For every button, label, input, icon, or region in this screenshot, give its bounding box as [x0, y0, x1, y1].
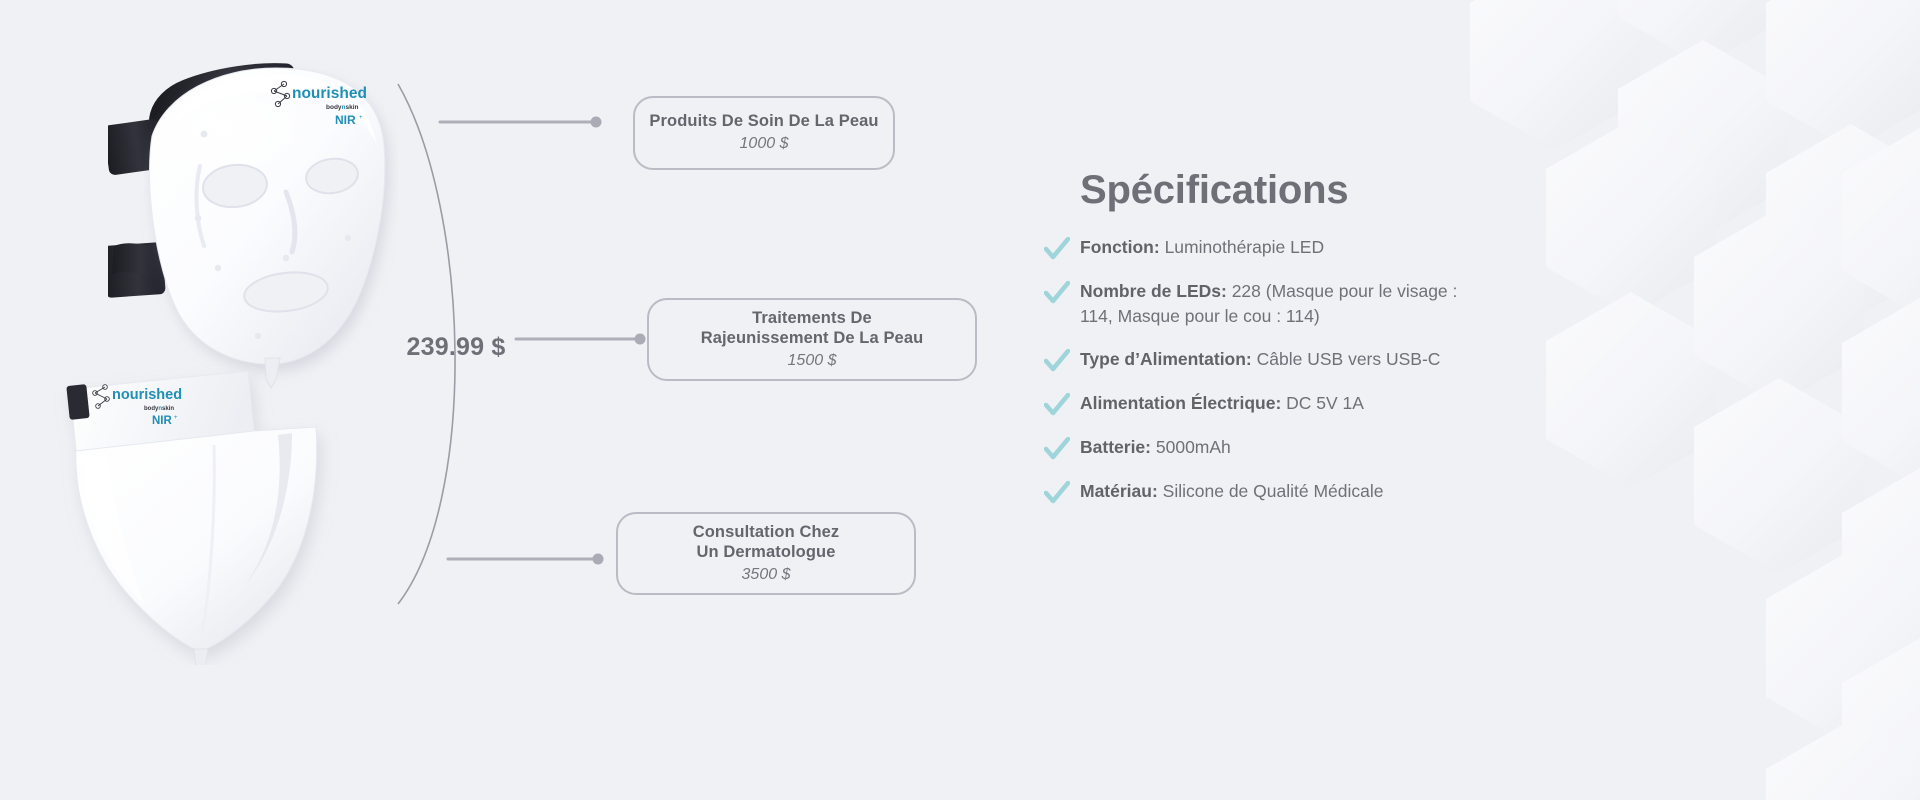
- specifications-panel: Spécifications Fonction: Luminothérapie …: [1044, 168, 1664, 523]
- comparison-card-title-line-2: Rajeunissement De La Peau: [700, 329, 924, 348]
- check-icon: [1044, 348, 1070, 371]
- spec-value: Luminothérapie LED: [1164, 237, 1325, 257]
- hexagon-shape: [1842, 464, 1920, 660]
- spec-item-batterie: Batterie: 5000mAh: [1044, 435, 1664, 461]
- check-icon: [1044, 281, 1070, 304]
- specifications-heading: Spécifications: [1080, 168, 1349, 212]
- comparison-card-title-line-2: Un Dermatologue: [696, 543, 836, 562]
- spec-value: 228 (Masque pour le visage : 114, Masque…: [1080, 281, 1458, 326]
- svg-text:NIR: NIR: [152, 415, 173, 427]
- hexagon-shape: [1766, 0, 1920, 150]
- svg-text:NIR: NIR: [335, 113, 356, 127]
- spec-label: Batterie:: [1080, 436, 1151, 457]
- check-icon: [1044, 392, 1070, 415]
- comparison-card-rejuvenation-treatments[interactable]: Traitements De Rajeunissement De La Peau…: [647, 298, 977, 381]
- hexagon-shape: [1694, 208, 1864, 404]
- spec-text: Fonction: Luminothérapie LED: [1080, 235, 1324, 260]
- spec-item-alimentation-electrique: Alimentation Électrique: DC 5V 1A: [1044, 391, 1664, 417]
- spec-value: DC 5V 1A: [1286, 392, 1364, 413]
- neck-mask-product-image: nourished bodynskin NIR +: [66, 370, 318, 665]
- hexagon-shape: [1842, 634, 1920, 800]
- comparison-card-title-line-1: Traitements De: [752, 308, 872, 327]
- brand-logo-face-mask: nourished bodynskin NIR +: [270, 80, 367, 127]
- face-mask-product-image: nourished bodynskin NIR +: [108, 63, 386, 389]
- comparison-card-price: 1000 $: [739, 135, 789, 153]
- main-price-label: 239.99 $: [406, 333, 506, 361]
- svg-text:nourished: nourished: [292, 85, 367, 102]
- spec-label: Fonction:: [1080, 237, 1160, 257]
- spec-label: Alimentation Électrique:: [1080, 392, 1282, 413]
- hexagon-shape: [1694, 378, 1864, 574]
- spec-text: Batterie: 5000mAh: [1080, 435, 1231, 460]
- svg-text:nourished: nourished: [112, 387, 182, 403]
- hexagon-shape: [1842, 294, 1920, 490]
- check-icon: [1044, 480, 1070, 503]
- svg-text:+: +: [174, 415, 178, 421]
- spec-text: Nombre de LEDs: 228 (Masque pour le visa…: [1080, 279, 1460, 329]
- spec-item-nombre-de-leds: Nombre de LEDs: 228 (Masque pour le visa…: [1044, 279, 1664, 329]
- comparison-card-price: 1500 $: [787, 351, 837, 369]
- hexagon-shape: [1766, 720, 1920, 800]
- spec-item-materiau: Matériau: Silicone de Qualité Médicale: [1044, 479, 1664, 505]
- comparison-card-title-line-1: Consultation Chez: [692, 522, 840, 541]
- hexagon-shape: [1766, 550, 1920, 746]
- hexagon-shape: [1470, 0, 1640, 150]
- comparison-card-skincare-products[interactable]: Produits De Soin De La Peau 1000 $: [633, 96, 895, 170]
- hexagon-shape: [1618, 0, 1788, 66]
- check-icon: [1044, 436, 1070, 459]
- spec-label: Type d’Alimentation:: [1080, 348, 1252, 369]
- comparison-card-price: 3500 $: [741, 565, 791, 583]
- spec-value: Silicone de Qualité Médicale: [1162, 480, 1384, 501]
- spec-item-fonction: Fonction: Luminothérapie LED: [1044, 235, 1664, 261]
- comparison-card-title: Produits De Soin De La Peau: [649, 112, 879, 131]
- hexagon-shape: [1766, 124, 1920, 320]
- spec-value: 5000mAh: [1155, 436, 1231, 457]
- spec-item-type-alimentation: Type d’Alimentation: Câble USB vers USB-…: [1044, 347, 1664, 373]
- brand-logo-neck-mask: nourished bodynskin NIR +: [92, 384, 182, 427]
- comparison-card-dermatologist-consultation[interactable]: Consultation Chez Un Dermatologue 3500 $: [616, 512, 916, 595]
- spec-label: Matériau:: [1080, 480, 1158, 501]
- spec-text: Type d’Alimentation: Câble USB vers USB-…: [1080, 347, 1440, 372]
- spec-text: Matériau: Silicone de Qualité Médicale: [1080, 479, 1384, 504]
- spec-label: Nombre de LEDs:: [1080, 281, 1227, 301]
- spec-text: Alimentation Électrique: DC 5V 1A: [1080, 391, 1364, 416]
- svg-text:bodynskin: bodynskin: [144, 406, 174, 412]
- hexagon-shape: [1842, 124, 1920, 320]
- svg-text:+: +: [359, 115, 363, 121]
- spec-value: Câble USB vers USB-C: [1256, 348, 1441, 369]
- svg-text:bodynskin: bodynskin: [326, 104, 359, 111]
- check-icon: [1044, 237, 1070, 260]
